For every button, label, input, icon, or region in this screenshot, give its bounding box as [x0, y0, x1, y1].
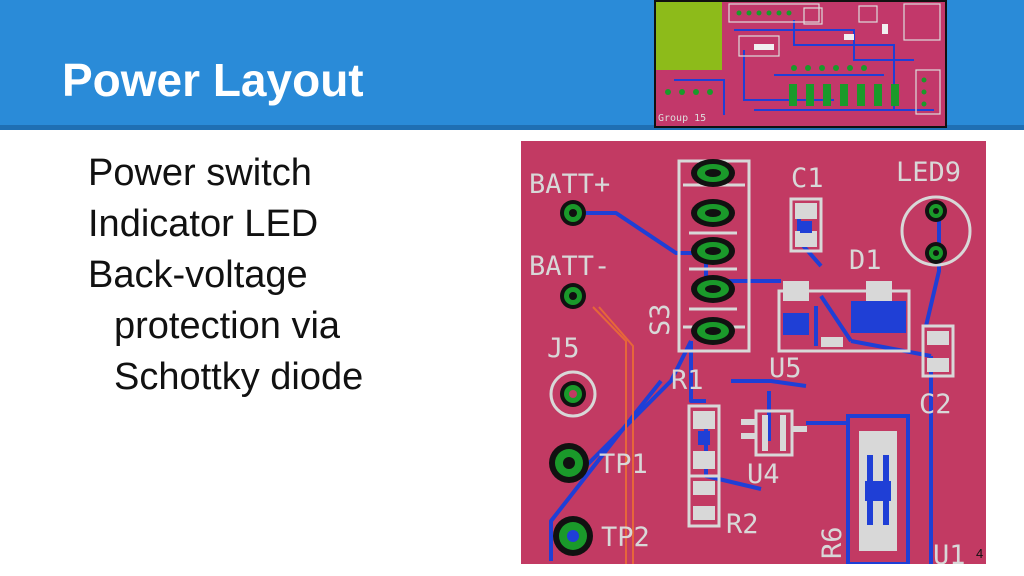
label-led9: LED9	[896, 157, 961, 188]
label-j5: J5	[547, 333, 580, 364]
label-u4: U4	[747, 459, 780, 490]
bullet-item-continuation: Schottky diode	[114, 356, 364, 398]
overview-label-line2: Group 15	[658, 113, 706, 124]
label-r2: R2	[726, 509, 759, 540]
label-c2: C2	[919, 389, 952, 420]
label-u1: U1	[933, 540, 966, 564]
label-c1: C1	[791, 163, 824, 194]
label-s3: S3	[645, 303, 676, 336]
label-batt-plus: BATT+	[529, 169, 610, 200]
label-u5: U5	[769, 353, 802, 384]
slide-title: Power Layout	[62, 54, 364, 106]
label-r6: R6	[817, 526, 848, 559]
board-overview-image: Group 15	[654, 0, 947, 128]
header-divider	[0, 125, 1024, 130]
label-tp1: TP1	[599, 449, 648, 480]
label-tp2: TP2	[601, 522, 650, 553]
bullet-list: Power switch Indicator LED Back-voltage …	[88, 148, 488, 403]
bullet-item: Back-voltage	[88, 254, 308, 296]
bullet-item: Indicator LED	[88, 203, 319, 245]
label-d1: D1	[849, 245, 882, 276]
bullet-item-continuation: protection via	[114, 305, 341, 347]
bullet-item: Power switch	[88, 152, 312, 194]
label-r1: R1	[671, 365, 704, 396]
power-layout-pcb-image: BATT+ BATT- J5 TP1 TP2 C1 D1 U5 R1 U4 R2…	[521, 141, 986, 564]
page-number: 4	[976, 546, 984, 561]
label-batt-minus: BATT-	[529, 251, 610, 282]
